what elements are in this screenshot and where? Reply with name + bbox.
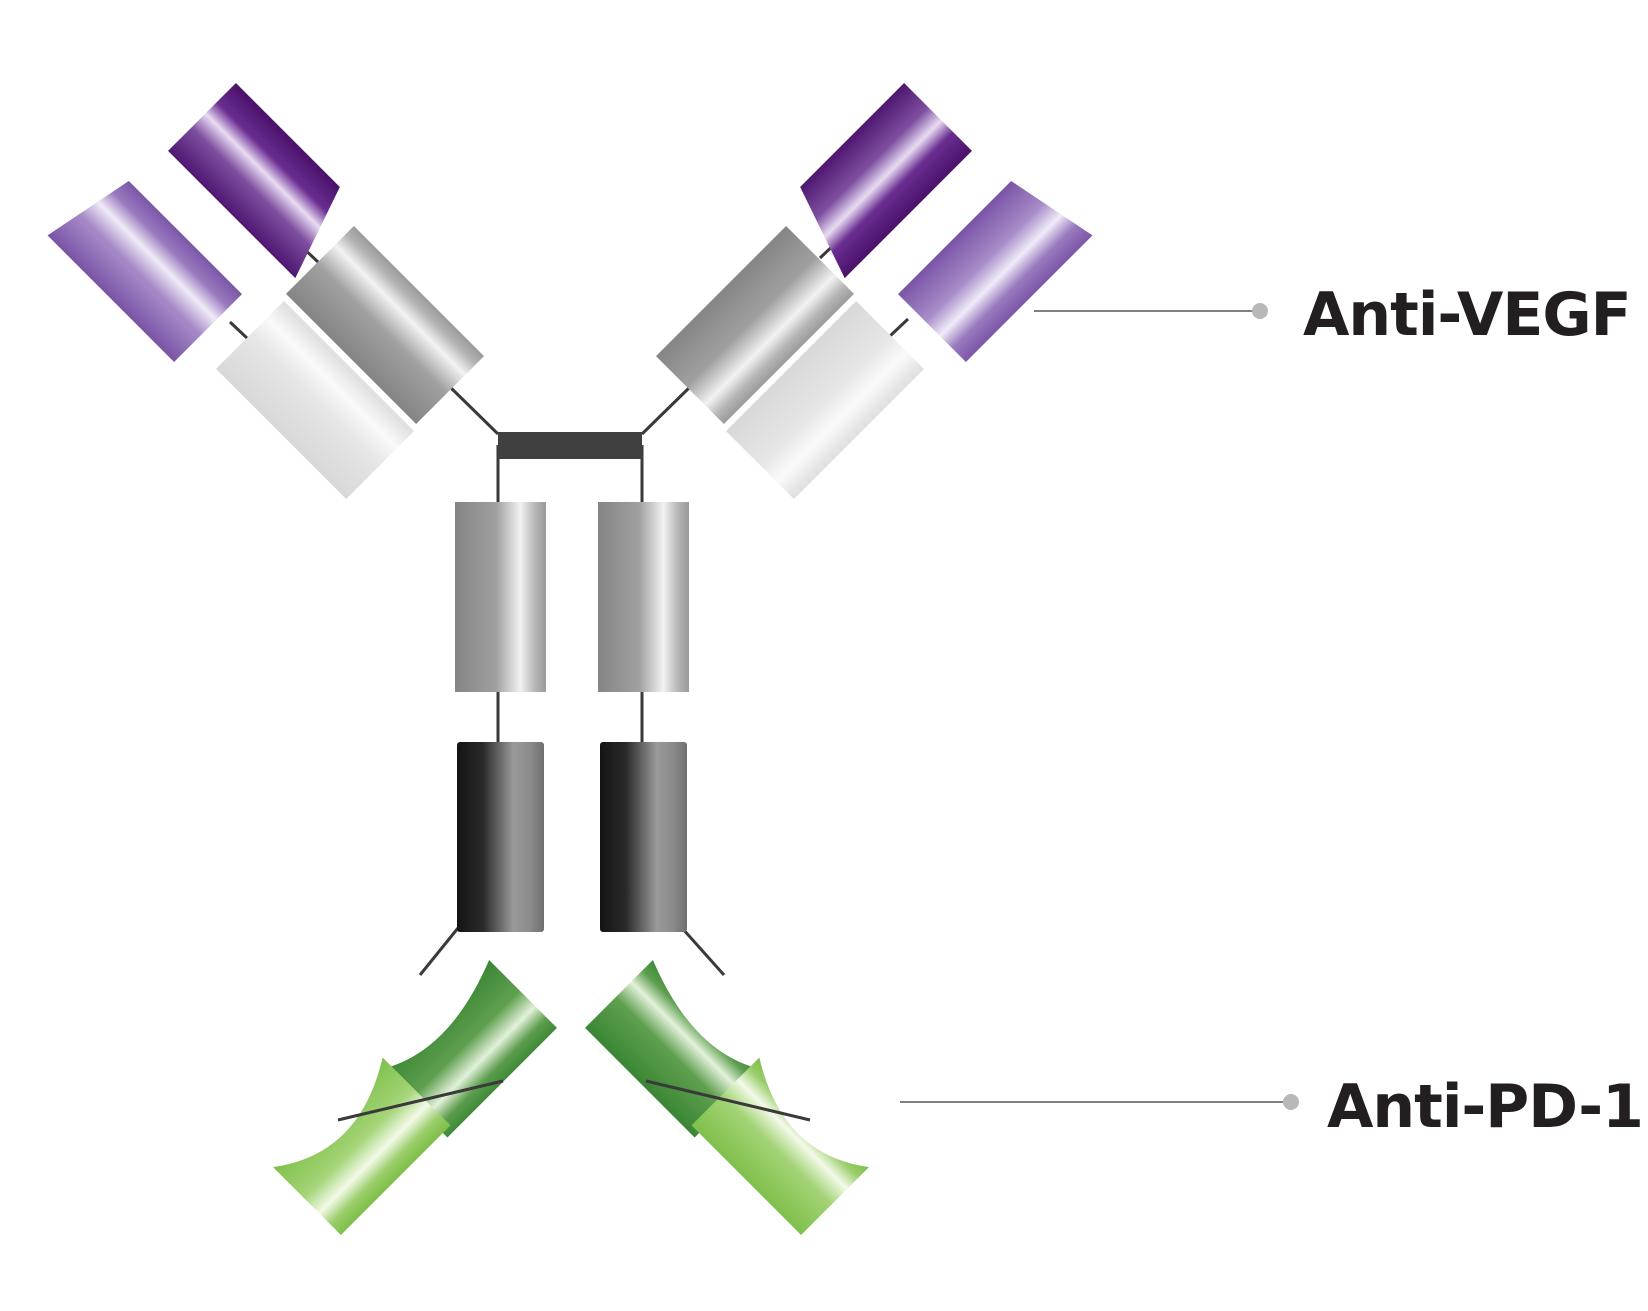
left-ch2-domain	[455, 502, 546, 692]
left-scfv-vl-domain	[273, 1057, 451, 1235]
left-cl-domain	[216, 301, 414, 499]
left-vh-domain	[168, 83, 340, 279]
anti-vegf-label: Anti-VEGF	[1303, 280, 1632, 350]
anti-pd1-label: Anti-PD-1	[1327, 1072, 1644, 1142]
right-vl-domain	[898, 180, 1093, 362]
right-ch1-domain	[656, 226, 854, 424]
right-scfv-vh-domain	[585, 960, 763, 1138]
right-vh-domain	[800, 83, 972, 279]
pd1-callout-leader	[900, 1094, 1299, 1110]
left-fab-arm	[47, 83, 484, 499]
left-ch3-domain	[457, 742, 544, 932]
right-fab-arm	[656, 83, 1093, 499]
right-scfv	[585, 960, 869, 1235]
right-ch3-domain	[600, 742, 687, 932]
right-scfv-linker	[645, 1079, 811, 1122]
vegf-callout-leader	[1034, 303, 1268, 319]
hinge-bar	[498, 432, 642, 459]
left-scfv	[273, 960, 557, 1235]
fc-region	[455, 502, 689, 932]
right-ch2-domain	[598, 502, 689, 692]
right-cl-domain	[726, 301, 924, 499]
left-scfv-vh-domain	[379, 960, 557, 1138]
left-ch1-domain	[286, 226, 484, 424]
left-scfv-linker	[337, 1079, 504, 1122]
left-vl-domain	[47, 180, 242, 362]
